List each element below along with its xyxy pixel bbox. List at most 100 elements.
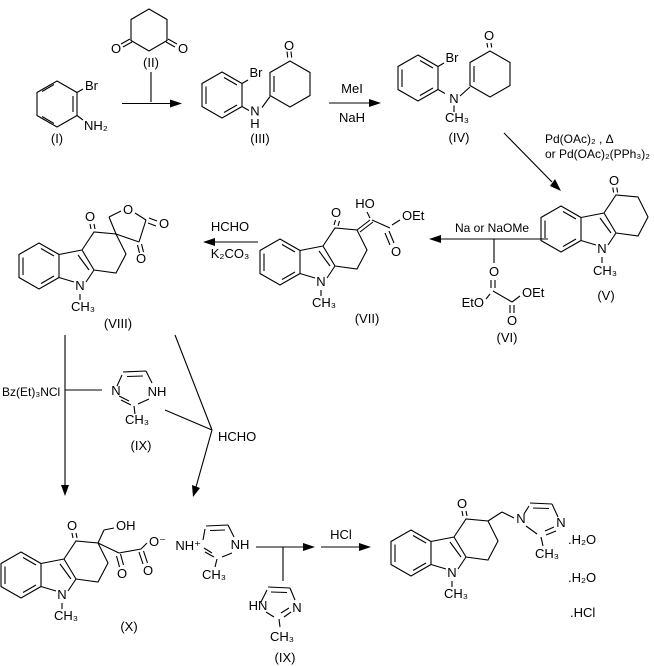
compound-ix-upper-n-label: N xyxy=(111,383,120,398)
compound-ix-lower-n-label: N xyxy=(292,600,301,615)
product-ch3-imidazole-label: CH₃ xyxy=(535,546,559,561)
compound-vii-oet-label: OEt xyxy=(402,208,425,223)
compound-i-br-label: Br xyxy=(85,78,99,93)
compound-ii-tag: (II) xyxy=(143,55,159,70)
compound-i-skeleton xyxy=(36,80,84,128)
compound-viii-o-bottom-label: O xyxy=(136,251,146,266)
compound-x-oh-label: OH xyxy=(116,518,136,533)
compound-i-nh2-label: NH₂ xyxy=(84,118,108,133)
imidazolium-skeleton xyxy=(202,524,235,568)
product-skeleton xyxy=(390,502,559,587)
compound-x-n-label: N xyxy=(57,587,66,602)
reagent-k2co3-label: K₂CO₃ xyxy=(211,246,250,261)
compound-ii-o-left-label: O xyxy=(111,41,121,56)
arrow-step5 xyxy=(203,238,258,246)
product-o-label: O xyxy=(457,496,467,511)
compound-vi-tag: (VI) xyxy=(497,330,518,345)
reagent-bzet3ncl-label: Bz(Et)₃NCl xyxy=(2,385,60,399)
compound-v-skeleton xyxy=(540,187,649,263)
compound-ii-skeleton xyxy=(120,8,178,52)
compound-ix-lower-skeleton xyxy=(260,586,296,628)
compound-viii-ch3-label: CH₃ xyxy=(71,299,95,314)
product-n3-label: N xyxy=(556,515,565,530)
compound-iv-tag: (IV) xyxy=(449,130,470,145)
compound-vii-ch3-label: CH₃ xyxy=(312,295,336,310)
compound-vii-n-label: N xyxy=(316,274,325,289)
compound-viii-n-label: N xyxy=(75,278,84,293)
compound-v-n-label: N xyxy=(597,241,606,256)
arrow-step9 xyxy=(321,543,371,551)
compound-x-tag: (X) xyxy=(120,619,137,634)
compound-x-ch3-label: CH₃ xyxy=(54,608,78,623)
compound-viii-tag: (VIII) xyxy=(104,316,132,331)
compound-vi-o-top-label: O xyxy=(489,264,499,279)
compound-viii-o-right-label: O xyxy=(159,216,169,231)
product-solvate-h2o-1: .H₂O xyxy=(568,532,596,547)
arrow-step3 xyxy=(503,132,561,191)
compound-v-tag: (V) xyxy=(597,288,614,303)
arrow-step8 xyxy=(256,543,315,581)
product-ch3-carbazole-label: CH₃ xyxy=(444,586,468,601)
compound-vii-skeleton xyxy=(259,211,401,296)
compound-ix-upper-nh-label: NH xyxy=(148,384,167,399)
compound-x-o-minus-label: O⁻ xyxy=(149,534,166,549)
compound-vi-o-bottom-label: O xyxy=(507,313,517,328)
compound-iii-skeleton xyxy=(201,51,311,119)
compound-vii-o-ester-label: O xyxy=(391,244,401,259)
compound-iii-o-label: O xyxy=(284,38,294,53)
compound-iv-skeleton xyxy=(397,42,511,112)
reagent-pd-line2: or Pd(OAc)₂(PPh₃)₂ xyxy=(545,147,650,161)
compound-ix-upper-tag: (IX) xyxy=(131,438,152,453)
reagent-hcho2-label: HCHO xyxy=(218,429,256,444)
imidazolium-nh-plus-label: NH⁺ xyxy=(175,538,201,553)
compound-viii-o-ketone-label: O xyxy=(85,209,95,224)
compound-iv-br-label: Br xyxy=(446,50,460,65)
arrow-step6 xyxy=(61,335,102,496)
compound-x-o-acyl-label: O xyxy=(143,563,153,578)
compound-iii-tag: (III) xyxy=(250,131,270,146)
compound-x-o-ketone-label: O xyxy=(67,518,77,533)
compound-iv-ch3-label: CH₃ xyxy=(445,110,469,125)
reagent-na-naome-label: Na or NaOMe xyxy=(455,221,529,235)
compound-iii-br-label: Br xyxy=(250,65,264,80)
compound-iv-o-label: O xyxy=(484,28,494,43)
product-solvate-h2o-2: .H₂O xyxy=(568,570,596,585)
compound-vi-oet-label: OEt xyxy=(522,285,545,300)
compound-viii-skeleton xyxy=(18,210,158,300)
imidazolium-ch3-label: CH₃ xyxy=(202,567,226,582)
reagent-mei-label: MeI xyxy=(341,81,363,96)
reagent-hcho-label: HCHO xyxy=(211,219,249,234)
compound-v-ch3-label: CH₃ xyxy=(593,263,617,278)
product-n-carbazole-label: N xyxy=(447,565,456,580)
compound-ix-lower-hn-label: HN xyxy=(249,598,268,613)
compound-vi-skeleton xyxy=(485,280,521,313)
compound-vii-ho-label: HO xyxy=(355,196,375,211)
compound-ix-lower-tag: (IX) xyxy=(275,650,296,665)
compound-viii-o-ring-label: O xyxy=(123,202,133,217)
reagent-nah-label: NaH xyxy=(339,110,365,125)
compound-x-o-keto-label: O xyxy=(117,566,127,581)
arrow-step2 xyxy=(329,99,381,107)
compound-vi-eto-label: EtO xyxy=(462,295,484,310)
compound-ii-o-right-label: O xyxy=(178,41,188,56)
compound-iii-n-label: N xyxy=(250,104,259,119)
arrow-step4 xyxy=(429,235,548,263)
compound-vii-o-ketone-label: O xyxy=(331,205,341,220)
compound-ix-upper-ch3-label: CH₃ xyxy=(125,412,149,427)
imidazolium-nh-label: NH xyxy=(231,537,250,552)
product-solvate-hcl: .HCl xyxy=(570,605,595,620)
product-n1-label: N xyxy=(516,511,525,526)
compound-x-skeleton xyxy=(0,527,149,609)
arrow-step7 xyxy=(164,334,213,497)
compound-v-o-label: O xyxy=(609,173,619,188)
compound-iii-h-label: H xyxy=(250,116,259,131)
arrow-step1 xyxy=(122,72,182,108)
compound-i-tag: (I) xyxy=(51,131,63,146)
compound-vii-tag: (VII) xyxy=(355,311,380,326)
compound-ix-lower-ch3-label: CH₃ xyxy=(270,629,294,644)
reagent-pd-line1: Pd(OAc)₂ , Δ xyxy=(545,132,614,146)
reagent-hcl-label: HCl xyxy=(330,527,352,542)
compound-iv-n-label: N xyxy=(449,91,458,106)
